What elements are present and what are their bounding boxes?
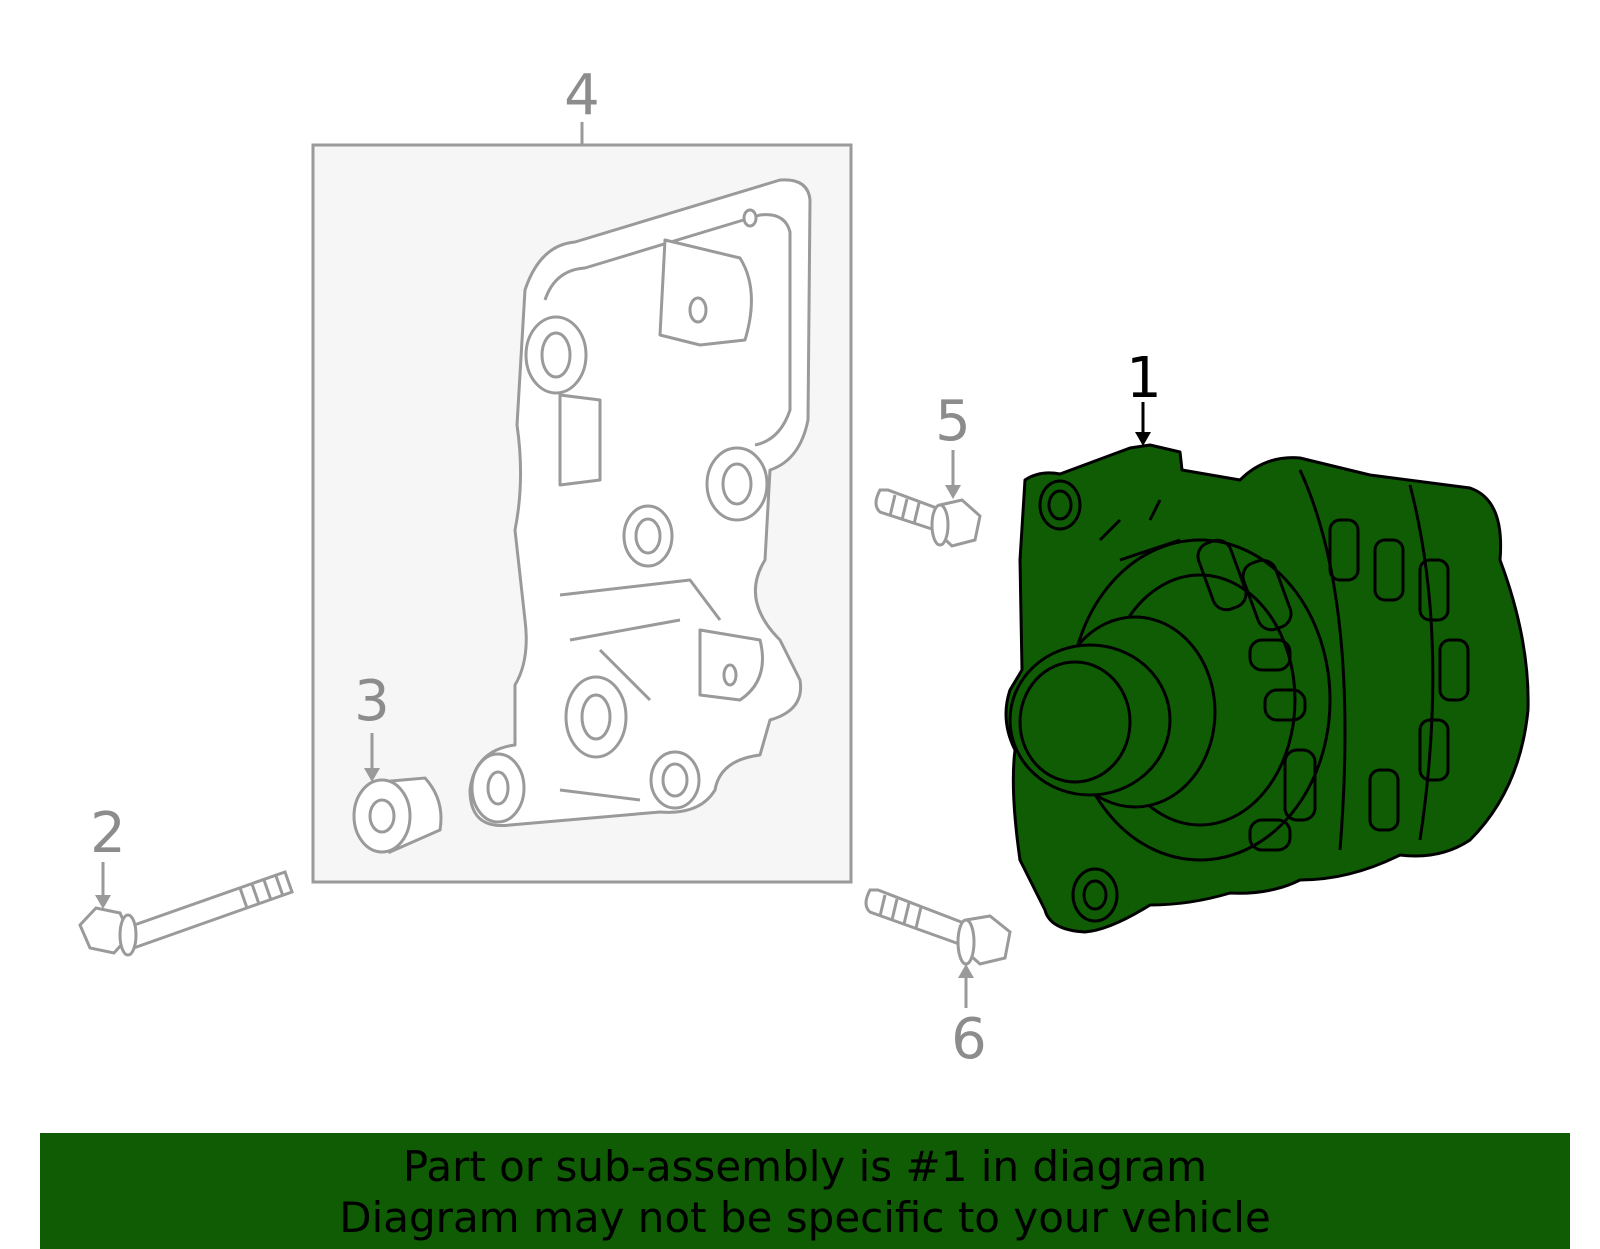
bolt-icon[interactable] — [864, 888, 1012, 966]
banner-line-1: Part or sub-assembly is #1 in diagram — [402, 1142, 1208, 1191]
callout-4[interactable]: 4 — [564, 63, 600, 128]
callout-6[interactable]: 6 — [951, 1007, 987, 1072]
callout-5[interactable]: 5 — [935, 389, 971, 454]
info-banner: Part or sub-assembly is #1 in diagram Di… — [40, 1133, 1570, 1249]
banner-line-2: Diagram may not be specific to your vehi… — [339, 1193, 1271, 1242]
callout-1[interactable]: 1 — [1126, 346, 1162, 411]
long-bolt-icon[interactable] — [78, 870, 294, 957]
callout-2[interactable]: 2 — [90, 801, 126, 866]
short-bolt-icon[interactable] — [874, 488, 982, 548]
bushing-icon[interactable] — [352, 776, 443, 855]
mounting-bracket-icon[interactable] — [468, 178, 812, 828]
alternator-icon[interactable] — [1004, 443, 1530, 934]
callout-3[interactable]: 3 — [354, 669, 390, 734]
